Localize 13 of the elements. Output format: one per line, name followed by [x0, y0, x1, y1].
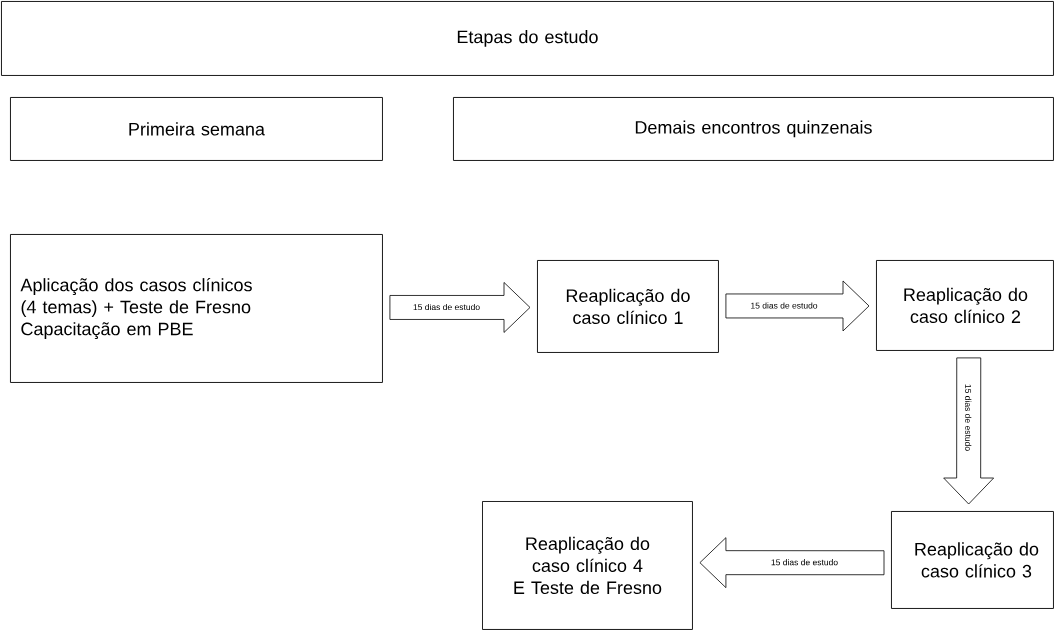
edge-label: 15 dias de estudo	[964, 382, 973, 453]
edge-label: 15 dias de estudo	[749, 301, 819, 310]
process-box: Reaplicação do caso clínico 4 E Teste de Fresno	[482, 501, 693, 630]
block-arrow	[699, 537, 885, 589]
heading-box: Etapas do estudo	[1, 1, 1054, 76]
process-box: Reaplicação do caso clínico 2	[876, 260, 1054, 351]
heading-box: Primeira semana	[10, 97, 383, 161]
edge-label: 15 dias de estudo	[411, 302, 482, 312]
heading-box: Demais encontros quinzenais	[453, 97, 1054, 161]
process-box: Reaplicação do caso clínico 1	[537, 260, 719, 353]
edge-label: 15 dias de estudo	[769, 558, 840, 567]
process-box: Reaplicação do caso clínico 3	[891, 511, 1054, 609]
process-box: Aplicação dos casos clínicos (4 temas) + Teste de Fresno Capacitação em PBE	[10, 234, 383, 383]
